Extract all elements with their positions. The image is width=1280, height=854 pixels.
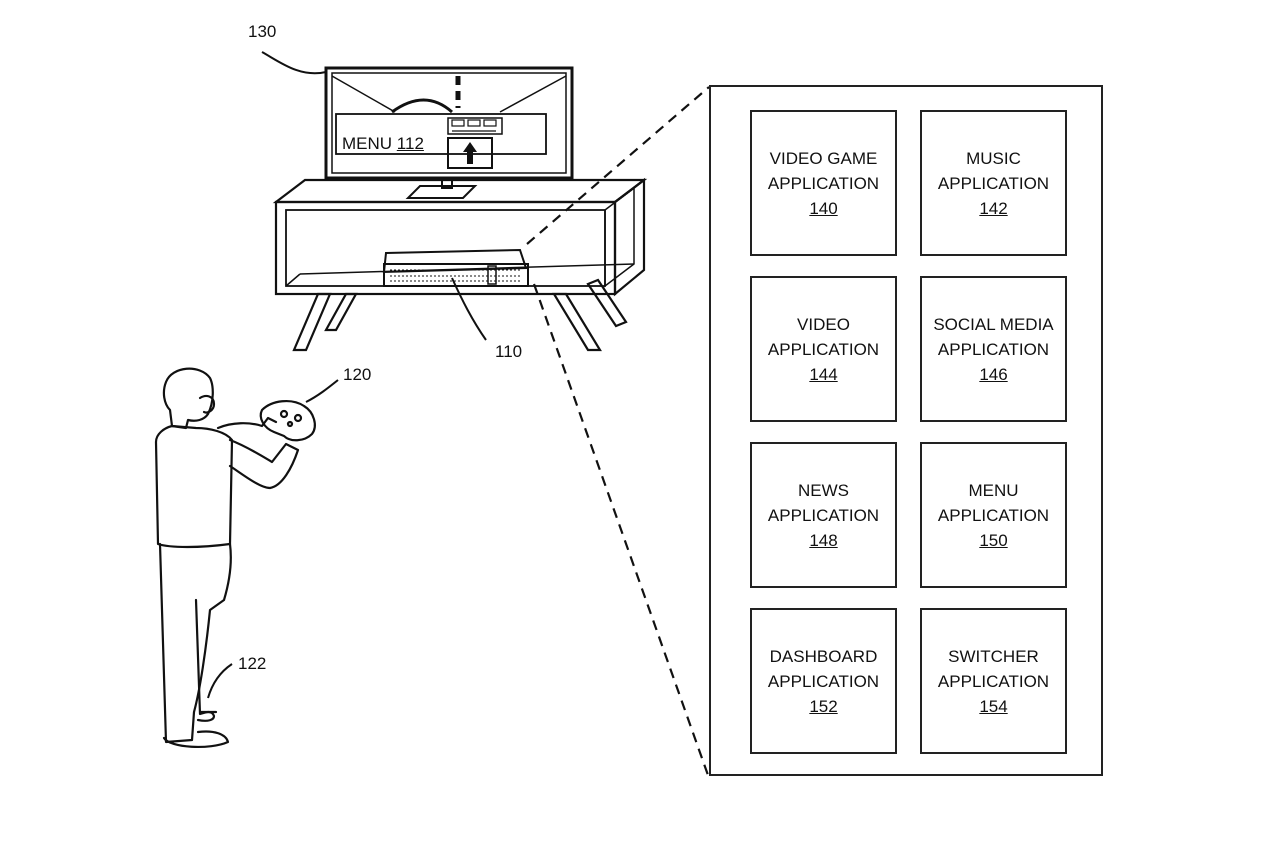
tile-social-media-application: SOCIAL MEDIA APPLICATION 146 bbox=[920, 276, 1067, 422]
user-illustration bbox=[154, 367, 316, 749]
tile-news-application: NEWS APPLICATION 148 bbox=[750, 442, 897, 588]
tile-video-game-application: VIDEO GAME APPLICATION 140 bbox=[750, 110, 897, 256]
tile-menu-application: MENU APPLICATION 150 bbox=[920, 442, 1067, 588]
console-illustration bbox=[382, 248, 529, 287]
tile-music-application: MUSIC APPLICATION 142 bbox=[920, 110, 1067, 256]
tile-line1: SOCIAL MEDIA bbox=[933, 314, 1054, 334]
projection-lines bbox=[526, 86, 711, 779]
controller-leader-line bbox=[305, 379, 339, 403]
screen-menu-number: 112 bbox=[396, 134, 424, 153]
tile-line2: APPLICATION bbox=[937, 505, 1050, 525]
tile-line1: MENU bbox=[968, 480, 1019, 500]
tile-line2: APPLICATION bbox=[937, 173, 1050, 193]
tile-video-application: VIDEO APPLICATION 144 bbox=[750, 276, 897, 422]
controller-reference-label: 120 bbox=[343, 365, 372, 384]
tile-line2: APPLICATION bbox=[937, 671, 1050, 691]
tv-leader-line bbox=[261, 51, 327, 75]
tile-number: 144 bbox=[809, 364, 838, 384]
tile-number: 154 bbox=[979, 696, 1008, 716]
user-leader-line bbox=[207, 663, 233, 699]
tile-line1: VIDEO bbox=[797, 314, 850, 334]
tv-illustration bbox=[324, 66, 574, 199]
tile-dashboard-application: DASHBOARD APPLICATION 152 bbox=[750, 608, 897, 754]
tv-reference-label: 130 bbox=[248, 22, 277, 41]
tile-line1: SWITCHER bbox=[948, 646, 1039, 666]
tv-stand-illustration bbox=[272, 177, 648, 352]
tile-number: 140 bbox=[809, 198, 838, 218]
tile-line1: NEWS bbox=[798, 480, 849, 500]
tile-number: 152 bbox=[809, 696, 838, 716]
tile-line2: APPLICATION bbox=[937, 339, 1050, 359]
tile-number: 146 bbox=[979, 364, 1008, 384]
tile-line1: VIDEO GAME bbox=[769, 148, 878, 168]
screen-menu-text: MENU bbox=[342, 134, 393, 153]
tile-number: 142 bbox=[979, 198, 1008, 218]
applications-panel: VIDEO GAME APPLICATION 140 MUSIC APPLICA… bbox=[709, 85, 1103, 776]
console-reference-label: 110 bbox=[495, 342, 523, 361]
tile-line2: APPLICATION bbox=[767, 671, 880, 691]
tile-line2: APPLICATION bbox=[767, 173, 880, 193]
tile-line2: APPLICATION bbox=[767, 339, 880, 359]
screen-menu-label: MENU 112 bbox=[342, 134, 424, 154]
tile-number: 148 bbox=[809, 530, 838, 550]
tile-line2: APPLICATION bbox=[767, 505, 880, 525]
tile-line1: DASHBOARD bbox=[769, 646, 878, 666]
console-leader-line bbox=[451, 277, 487, 341]
tile-line1: MUSIC bbox=[966, 148, 1021, 168]
tile-switcher-application: SWITCHER APPLICATION 154 bbox=[920, 608, 1067, 754]
user-reference-label: 122 bbox=[238, 654, 267, 673]
tile-number: 150 bbox=[979, 530, 1008, 550]
